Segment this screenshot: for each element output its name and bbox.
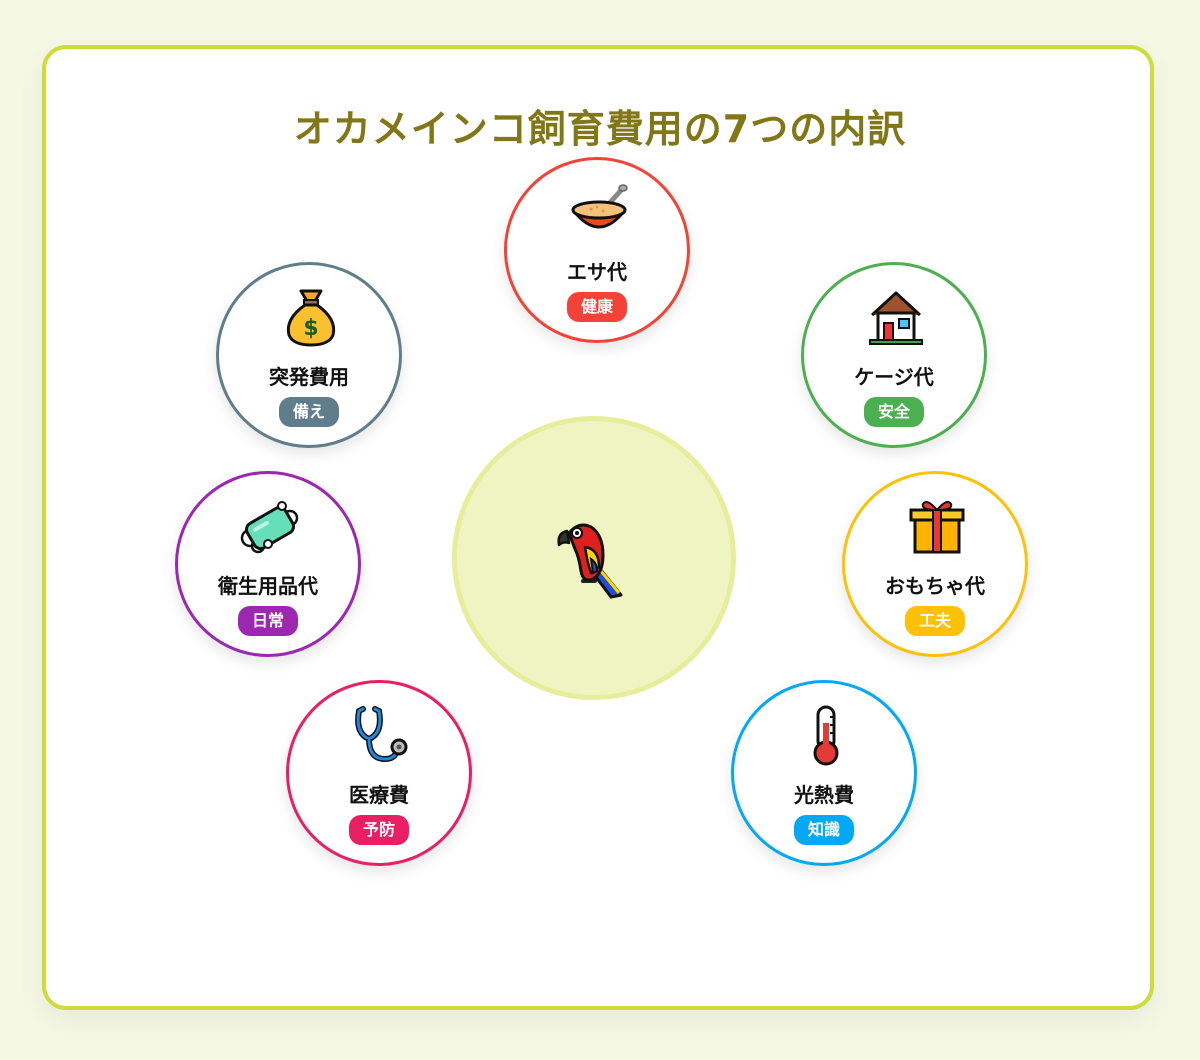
thermometer-icon	[794, 703, 858, 767]
item-label: 医療費	[349, 783, 409, 807]
item-badge: 工夫	[904, 606, 966, 636]
item-medical: 医療費 予防	[286, 680, 472, 866]
item-label: 突発費用	[269, 365, 349, 389]
item-badge: 安全	[863, 397, 925, 427]
soap-icon	[238, 494, 302, 558]
money-bag-icon: $	[279, 285, 343, 349]
item-utilities: 光熱費 知識	[731, 680, 917, 866]
item-label: おもちゃ代	[885, 574, 985, 598]
page-title: オカメインコ飼育費用の7つの内訳	[293, 107, 907, 151]
stethoscope-icon	[349, 703, 413, 767]
parrot-icon	[557, 523, 623, 599]
item-food: エサ代 健康	[504, 157, 690, 343]
gift-icon	[905, 494, 969, 558]
item-label: エサ代	[567, 260, 627, 284]
house-icon	[864, 285, 928, 349]
item-badge: 知識	[793, 815, 855, 845]
item-cage: ケージ代 安全	[801, 262, 987, 448]
food-bowl-icon	[567, 180, 631, 244]
item-badge: 備え	[278, 397, 340, 427]
center-circle	[452, 416, 736, 700]
svg-text:$: $	[303, 316, 318, 341]
item-label: 光熱費	[794, 783, 854, 807]
item-emergency: $ 突発費用 備え	[216, 262, 402, 448]
item-label: 衛生用品代	[218, 574, 318, 598]
item-badge: 日常	[237, 606, 299, 636]
item-hygiene: 衛生用品代 日常	[175, 471, 361, 657]
item-badge: 健康	[566, 292, 628, 322]
item-label: ケージ代	[854, 365, 934, 389]
item-badge: 予防	[348, 815, 410, 845]
item-toys: おもちゃ代 工夫	[842, 471, 1028, 657]
